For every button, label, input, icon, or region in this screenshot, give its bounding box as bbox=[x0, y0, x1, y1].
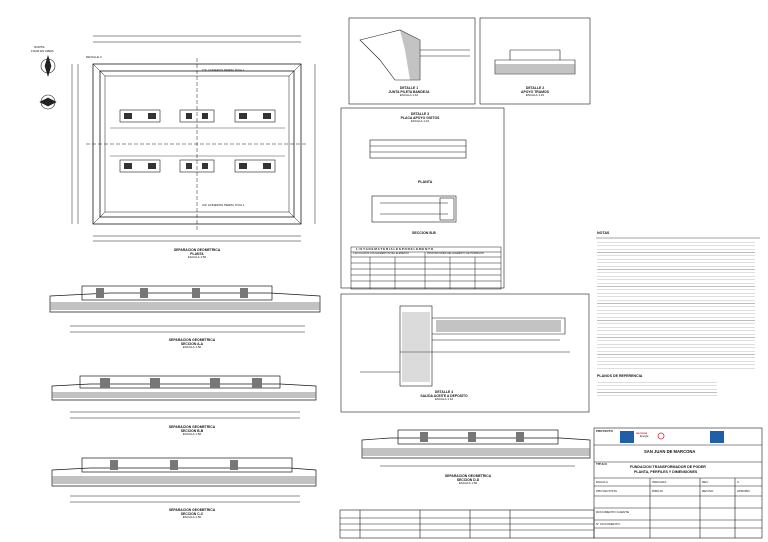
detail-1-caption: DETALLE 1 JUNTA PILETA BANDEJA ESCALA 1:… bbox=[374, 86, 444, 98]
project-label: PROYECTO bbox=[596, 429, 613, 433]
detail-3-caption: DETALLE 3 PLACA APOYO GIGTOS ESCALA 1:10 bbox=[385, 112, 455, 124]
tb-proyectista: PROYECTISTA bbox=[596, 489, 617, 493]
plan-label-bottom: CS/ LINDEROS PERIM. PVIA.1 bbox=[202, 203, 245, 207]
plan-title: SEPARACION GEOMETRICA bbox=[173, 248, 221, 252]
section-b-subtitle: SECCION B-B bbox=[180, 429, 204, 434]
detail-1-scale: ESCALA 1:10 bbox=[399, 93, 419, 98]
detail-3-plan-label: PLANTA bbox=[418, 180, 433, 184]
notes-text-block bbox=[597, 242, 759, 372]
north-sublabel: FIJAR EN OBRA bbox=[31, 49, 54, 53]
section-b-hatch bbox=[52, 378, 316, 398]
detail-4-subtitle: SALIDA ACEITE A DEPOSITO bbox=[420, 394, 468, 399]
section-a-view bbox=[49, 285, 321, 333]
section-d-scale: ESCALA 1:50 bbox=[458, 481, 478, 486]
plan-anchor-blocks bbox=[124, 113, 271, 169]
section-c-hatch bbox=[52, 460, 316, 484]
plan-view bbox=[71, 35, 316, 242]
section-d-view bbox=[361, 429, 591, 467]
section-a-hatch bbox=[50, 288, 320, 310]
section-a-title: SEPARACION GEOMETRICA bbox=[168, 338, 216, 342]
tb-reviso: REVISO bbox=[702, 489, 714, 493]
detail-2-title: DETALLE 2 bbox=[525, 86, 545, 90]
tb-rev-value: 0 bbox=[737, 480, 739, 484]
materials-title: L I S T A D E M A T E R I A L E S P O R … bbox=[356, 247, 434, 251]
section-c-scale: ESCALA 1:50 bbox=[182, 515, 202, 520]
tb-dibujo: DIBUJO bbox=[652, 489, 664, 493]
section-c-subtitle: SECCION C-C bbox=[180, 512, 204, 517]
ref-text-lines bbox=[597, 382, 717, 396]
title-line-2: PLANTA, PERFILES Y DIMENSIONES bbox=[634, 470, 698, 474]
section-d-hatch bbox=[362, 432, 590, 456]
plan-scale: ESCALA 1:50 bbox=[187, 255, 207, 260]
detail-3-view bbox=[340, 107, 505, 289]
ref-title: PLANOS DE REFERENCIA bbox=[597, 374, 643, 378]
section-d-subtitle: SECCION D-D bbox=[456, 478, 480, 483]
section-b-caption: SEPARACION GEOMETRICA SECCION B-B ESCALA… bbox=[152, 425, 232, 437]
logo-sub: Energía bbox=[640, 435, 649, 438]
detail-1-2-hatch bbox=[400, 30, 575, 80]
section-b-scale: ESCALA 1:50 bbox=[182, 432, 202, 437]
section-c-view bbox=[51, 457, 317, 503]
title-block-lines bbox=[339, 427, 763, 539]
section-c-title: SEPARACION GEOMETRICA bbox=[168, 508, 216, 512]
tb-aprobo: APROBO bbox=[737, 489, 750, 493]
north-label: NORTE bbox=[34, 45, 45, 49]
section-b-title: SEPARACION GEOMETRICA bbox=[168, 425, 216, 429]
section-b-view bbox=[51, 375, 317, 419]
detail-1-title: DETALLE 1 bbox=[399, 86, 419, 90]
detail-4-view bbox=[340, 293, 590, 413]
materials-table-lines bbox=[350, 246, 502, 290]
tb-client-doc: DOCUMENTO CLIENTE bbox=[596, 510, 630, 514]
detail-3-subtitle: PLACA APOYO GIGTOS bbox=[400, 116, 440, 121]
plan-caption: SEPARACION GEOMETRICA PLANTA ESCALA 1:50 bbox=[157, 248, 237, 260]
detail-1-subtitle: JUNTA PILETA BANDEJA bbox=[388, 90, 430, 95]
detail-3-section-label: SECCION B-B bbox=[412, 231, 436, 235]
tb-rev-label: REV. bbox=[702, 480, 709, 484]
materials-left-header: CALCULADOS LOS ELEMENTOS DEL ELEMENTO bbox=[353, 252, 410, 255]
section-a-caption: SEPARACION GEOMETRICA SECCION A-A ESCALA… bbox=[152, 338, 232, 350]
detail-3-scale: ESCALA 1:10 bbox=[410, 119, 430, 124]
notes-title: NOTAS bbox=[597, 231, 610, 235]
detail-4-caption: DETALLE 4 SALIDA ACEITE A DEPOSITO ESCAL… bbox=[404, 390, 484, 402]
detail-2-caption: DETALLE 2 APOYO TRAMOS ESCALA 1:10 bbox=[500, 86, 570, 98]
detail-3-title: DETALLE 3 bbox=[410, 112, 430, 116]
plan-label-top: CS/ LINDEROS PERIM. PVIA.1 bbox=[202, 68, 245, 72]
tb-scale-label: ESCALA bbox=[596, 480, 608, 484]
section-c-caption: SEPARACION GEOMETRICA SECCION C-C ESCALA… bbox=[152, 508, 232, 520]
title-label: TITULO bbox=[596, 462, 607, 466]
project-name: SAN JUAN DE MARCONA bbox=[644, 449, 696, 454]
plan-corner-label: DETALLE 3 bbox=[86, 55, 102, 59]
plan-subtitle: PLANTA bbox=[190, 252, 204, 257]
title-line-1: FUNDACION TRANSFORMADOR DE PODER bbox=[630, 465, 706, 469]
logos bbox=[620, 431, 724, 443]
materials-right-header: PROPORCIONES DEL ELEMENTO DE HORMIGON bbox=[427, 252, 484, 255]
north-arrows bbox=[39, 54, 57, 110]
section-a-subtitle: SECCION A-A bbox=[180, 342, 204, 347]
tb-scale-value: INDICADA bbox=[652, 480, 667, 484]
detail-4-scale: ESCALA 1:10 bbox=[434, 397, 454, 402]
detail-2-subtitle: APOYO TRAMOS bbox=[521, 90, 549, 95]
detail-4-title: DETALLE 4 bbox=[434, 390, 454, 394]
section-d-title: SEPARACION GEOMETRICA bbox=[444, 474, 492, 478]
logo-brand: acciona bbox=[636, 431, 648, 435]
section-d-caption: SEPARACION GEOMETRICA SECCION D-D ESCALA… bbox=[428, 474, 508, 486]
notes-text-lines bbox=[597, 242, 755, 370]
tb-doc-number: N° DOCUMENTO bbox=[596, 522, 620, 526]
detail-4-hatch bbox=[402, 312, 561, 382]
detail-2-scale: ESCALA 1:10 bbox=[525, 93, 545, 98]
section-a-scale: ESCALA 1:50 bbox=[182, 345, 202, 350]
